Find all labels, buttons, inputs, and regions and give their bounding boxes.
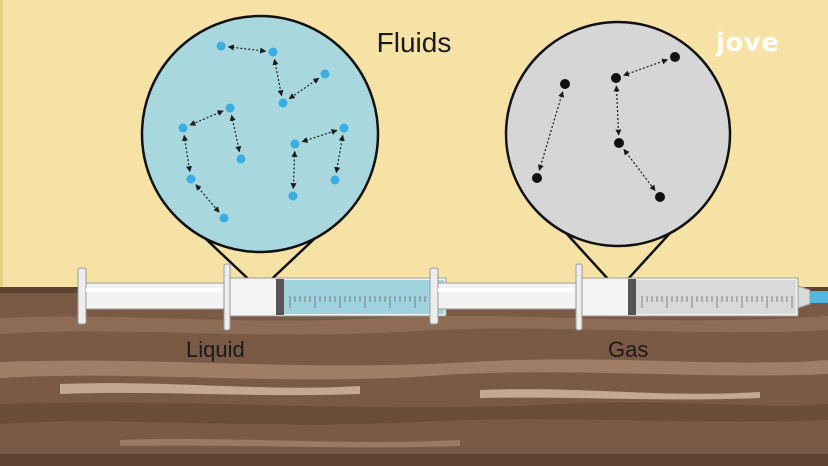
needle-hub bbox=[810, 291, 828, 303]
wall-edge bbox=[0, 0, 3, 290]
double-arrow-icon bbox=[623, 148, 656, 192]
gas-magnifier bbox=[504, 20, 732, 292]
plunger-highlight bbox=[438, 288, 574, 292]
particle-dot-icon bbox=[288, 191, 298, 201]
double-arrow-icon bbox=[613, 85, 622, 136]
jove-logo: jove bbox=[716, 28, 780, 58]
particle-dot-icon bbox=[186, 174, 196, 184]
barrel-flange bbox=[223, 263, 231, 331]
barrel-taper bbox=[797, 285, 811, 309]
plunger-thumb bbox=[77, 267, 87, 325]
particle-dot-icon bbox=[339, 123, 349, 133]
wooden-table bbox=[0, 287, 828, 466]
syringe-contents bbox=[282, 280, 444, 314]
particle-dot-icon bbox=[278, 98, 288, 108]
gas-label: Gas bbox=[608, 337, 649, 362]
particle-dot-icon bbox=[320, 69, 330, 79]
plunger-stopper bbox=[628, 279, 636, 315]
particle-dot-icon bbox=[216, 41, 226, 51]
particle-dot-icon bbox=[330, 175, 340, 185]
liquid-syringe-icon bbox=[77, 263, 484, 331]
particle-dot-icon bbox=[219, 213, 229, 223]
particle-dot-icon bbox=[560, 79, 570, 89]
particle-dot-icon bbox=[290, 139, 300, 149]
gas-syringe-icon bbox=[429, 263, 828, 331]
plunger-stopper bbox=[276, 279, 284, 315]
particle-dot-icon bbox=[532, 173, 542, 183]
particle-dot-icon bbox=[655, 192, 665, 202]
syringe-contents bbox=[634, 280, 796, 314]
particle-dot-icon bbox=[178, 123, 188, 133]
plunger-highlight bbox=[86, 288, 222, 292]
plunger-rod bbox=[83, 282, 225, 310]
particle-dot-icon bbox=[225, 103, 235, 113]
page-title: Fluids bbox=[376, 27, 452, 58]
particle-dot-icon bbox=[268, 47, 278, 57]
liquid-label: Liquid bbox=[186, 337, 245, 362]
plunger-thumb bbox=[429, 267, 439, 325]
plunger-rod bbox=[435, 282, 577, 310]
particle-dot-icon bbox=[670, 52, 680, 62]
barrel-flange bbox=[575, 263, 583, 331]
particle-dot-icon bbox=[611, 73, 621, 83]
double-arrow-icon bbox=[537, 91, 565, 171]
particle-dot-icon bbox=[236, 154, 246, 164]
particle-dot-icon bbox=[614, 138, 624, 148]
